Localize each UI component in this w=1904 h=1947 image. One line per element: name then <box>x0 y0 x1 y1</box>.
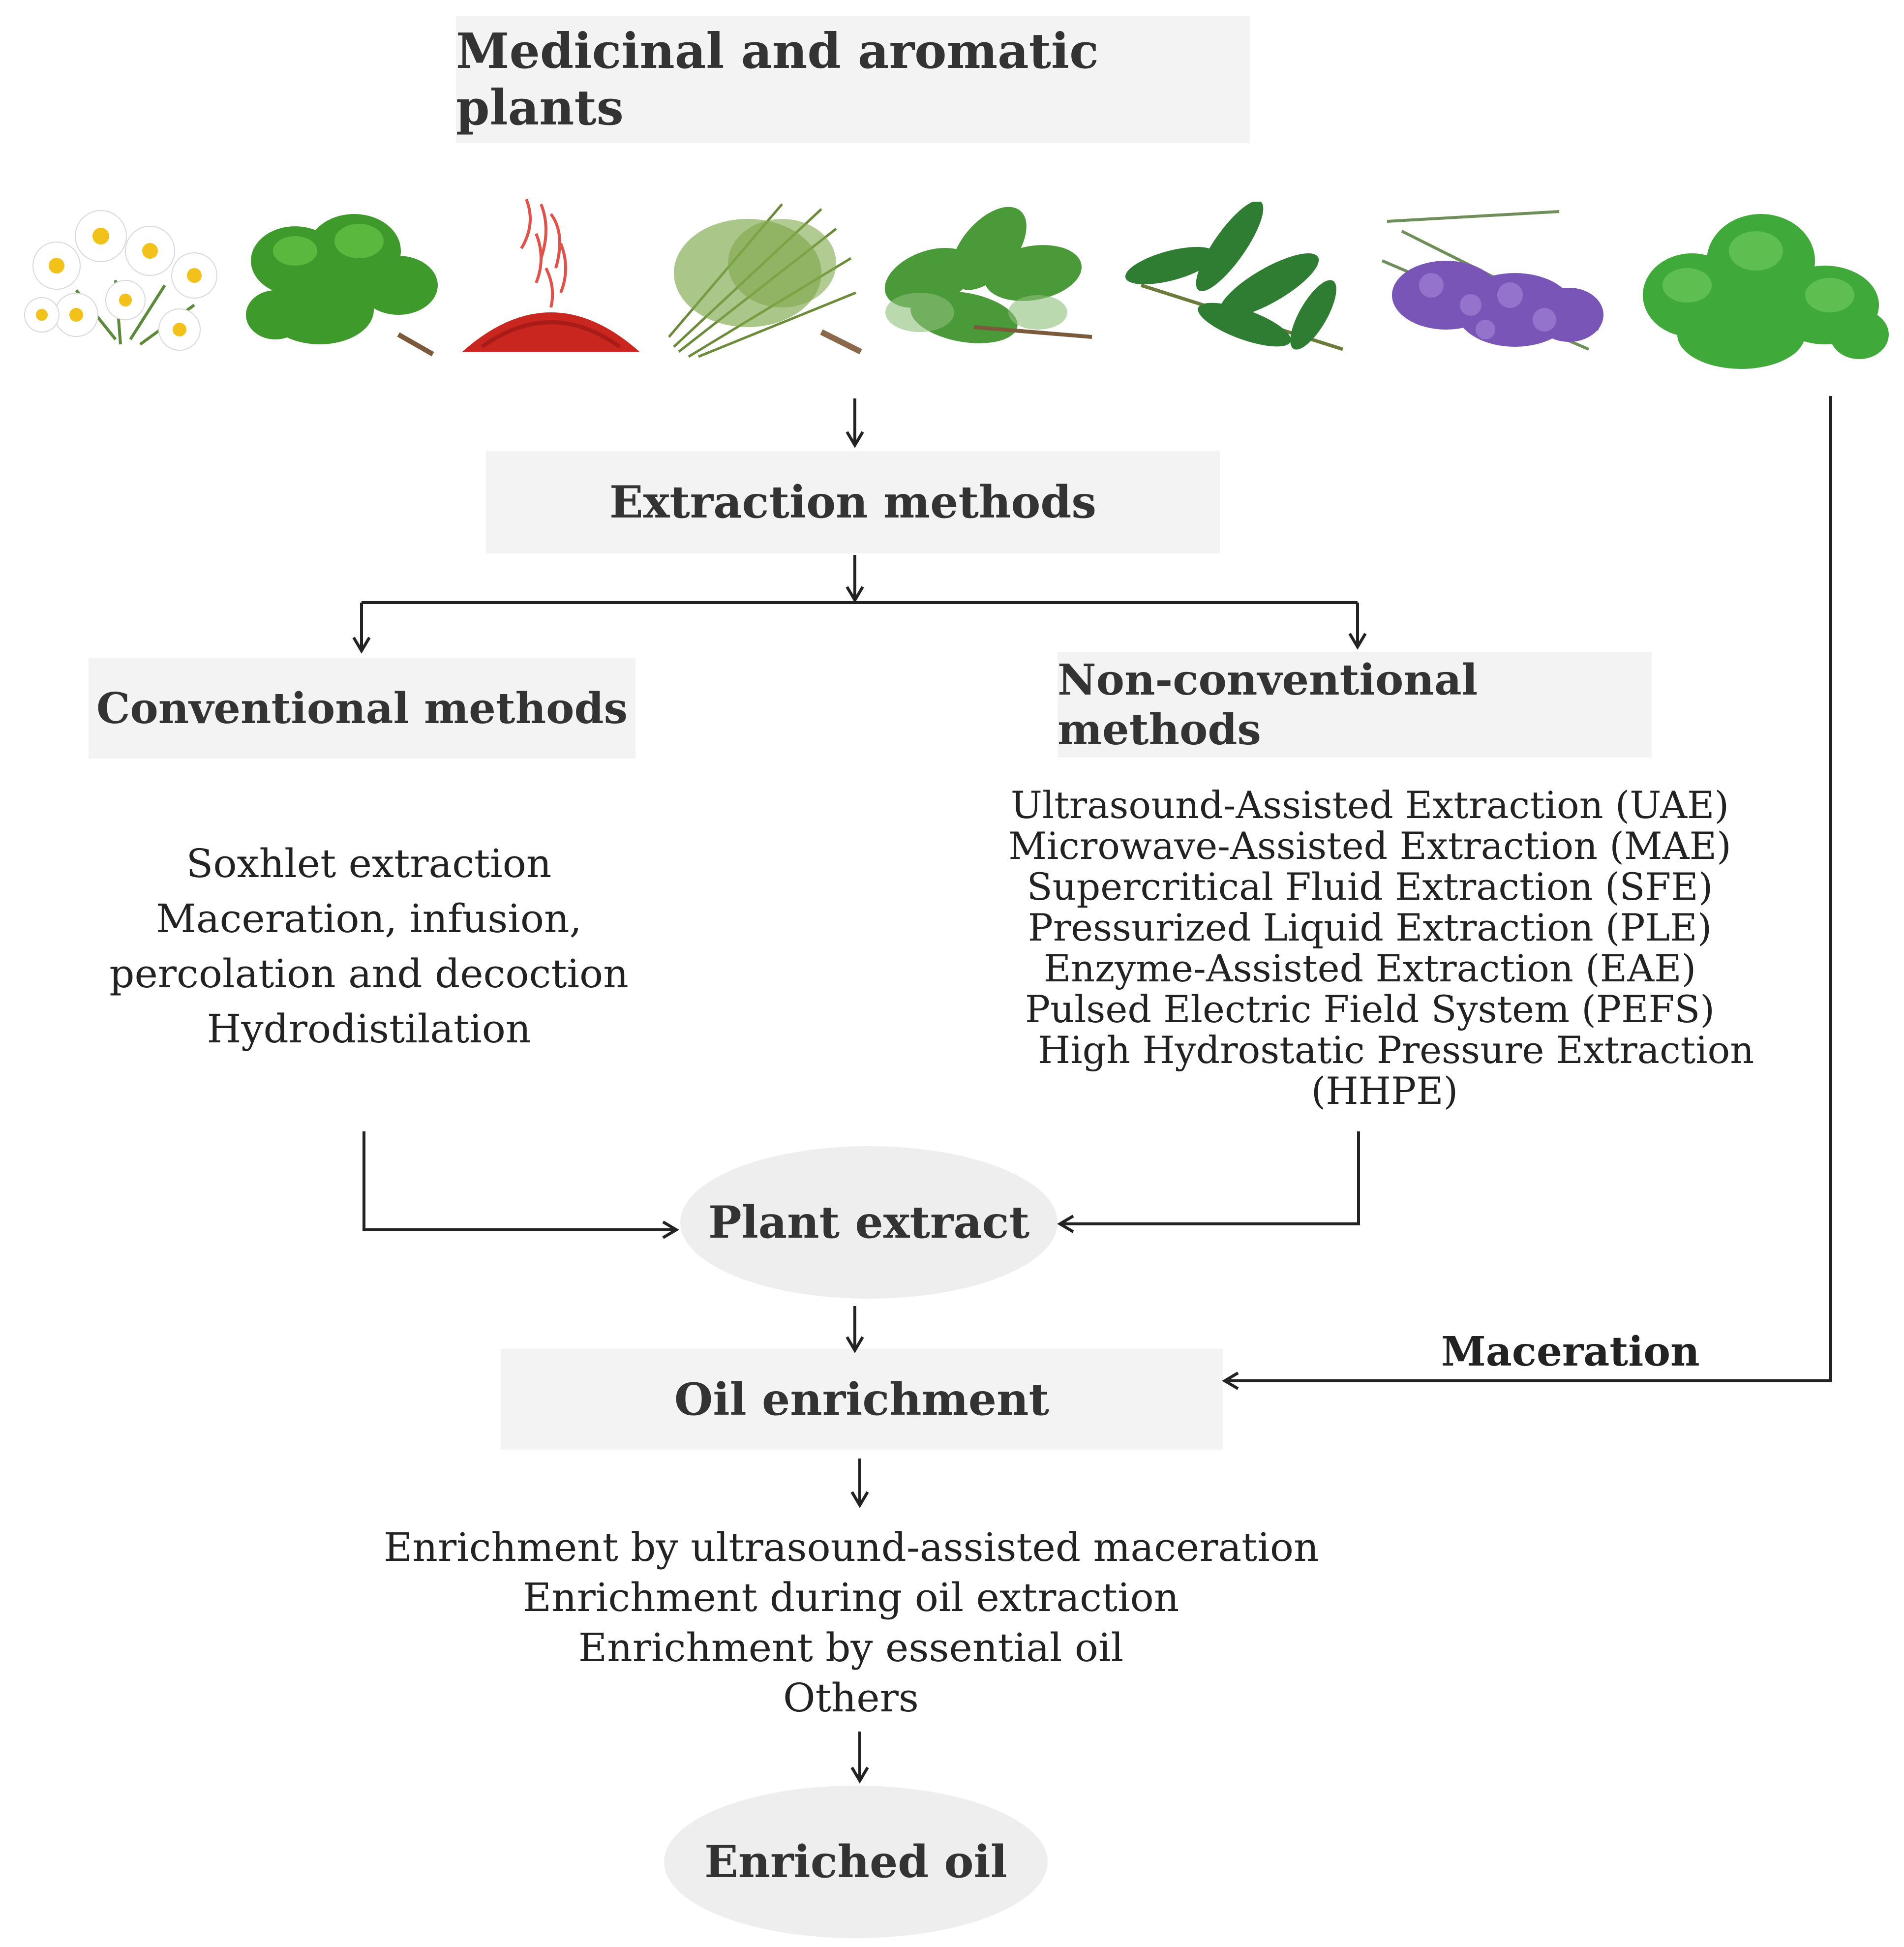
oil-enrichment-title: Oil enrichment <box>674 1373 1050 1426</box>
list-item: Maceration, infusion, <box>156 896 582 942</box>
list-item: High Hydrostatic Pressure Extraction <box>1038 1028 1754 1072</box>
chamomile-icon <box>24 210 217 351</box>
non-conventional-methods-box: Non-conventional methods <box>1058 652 1652 758</box>
extraction-methods-box: Extraction methods <box>486 451 1220 553</box>
list-item: Others <box>783 1675 919 1721</box>
list-item: Supercritical Fluid Extraction (SFE) <box>1027 865 1713 909</box>
basil-icon <box>246 214 438 357</box>
conventional-methods-title: Conventional methods <box>96 683 628 733</box>
plants-title: Medicinal and aromatic plants <box>456 23 1099 136</box>
arrow-maceration <box>1227 396 1832 1382</box>
enriched-oil-ellipse: Enriched oil <box>664 1786 1048 1938</box>
list-item: Soxhlet extraction <box>186 841 552 886</box>
list-item: Ultrasound-Assisted Extraction (UAE) <box>1010 783 1729 827</box>
conventional-methods-box: Conventional methods <box>89 658 635 759</box>
oil-enrichment-list: Enrichment by ultrasound-assisted macera… <box>384 1522 1319 1723</box>
plant-extract-label: Plant extract <box>708 1196 1030 1248</box>
maceration-label: Maceration <box>1441 1328 1700 1375</box>
bay-leaf-icon <box>1125 202 1344 351</box>
conventional-methods-list: Soxhlet extraction Maceration, infusion,… <box>98 836 639 1057</box>
list-item: Enzyme-Assisted Extraction (EAE) <box>1043 946 1696 990</box>
lavender-icon <box>1381 210 1603 351</box>
non-conventional-methods-title: Non-conventional methods <box>1058 655 1478 755</box>
plants-title-box: Medicinal and aromatic plants <box>456 16 1250 143</box>
list-item: Enrichment by essential oil <box>578 1625 1124 1671</box>
enriched-oil-label: Enriched oil <box>704 1836 1007 1888</box>
arrow-conventional-to-extract <box>363 1131 674 1231</box>
sage-icon <box>884 207 1092 343</box>
list-item: (HHPE) <box>1311 1069 1458 1113</box>
saffron-icon <box>462 198 639 352</box>
arrow-non-conventional-to-extract <box>1062 1131 1360 1225</box>
list-item: Hydrodistilation <box>207 1006 531 1052</box>
list-item: Microwave-Assisted Extraction (MAE) <box>1008 824 1731 868</box>
mint-icon <box>1643 214 1889 369</box>
thyme-icon <box>668 203 862 358</box>
extraction-methods-title: Extraction methods <box>609 476 1097 528</box>
list-item: Pressurized Liquid Extraction (PLE) <box>1028 906 1712 949</box>
list-item: Enrichment during oil extraction <box>522 1575 1179 1620</box>
plant-extract-ellipse: Plant extract <box>680 1146 1058 1299</box>
list-item: Pulsed Electric Field System (PEFS) <box>1025 987 1715 1031</box>
list-item: Enrichment by ultrasound-assisted macera… <box>384 1524 1319 1570</box>
list-item: percolation and decoction <box>109 951 629 997</box>
oil-enrichment-box: Oil enrichment <box>501 1349 1223 1450</box>
non-conventional-methods-list: Ultrasound-Assisted Extraction (UAE) Mic… <box>1008 783 1754 1113</box>
